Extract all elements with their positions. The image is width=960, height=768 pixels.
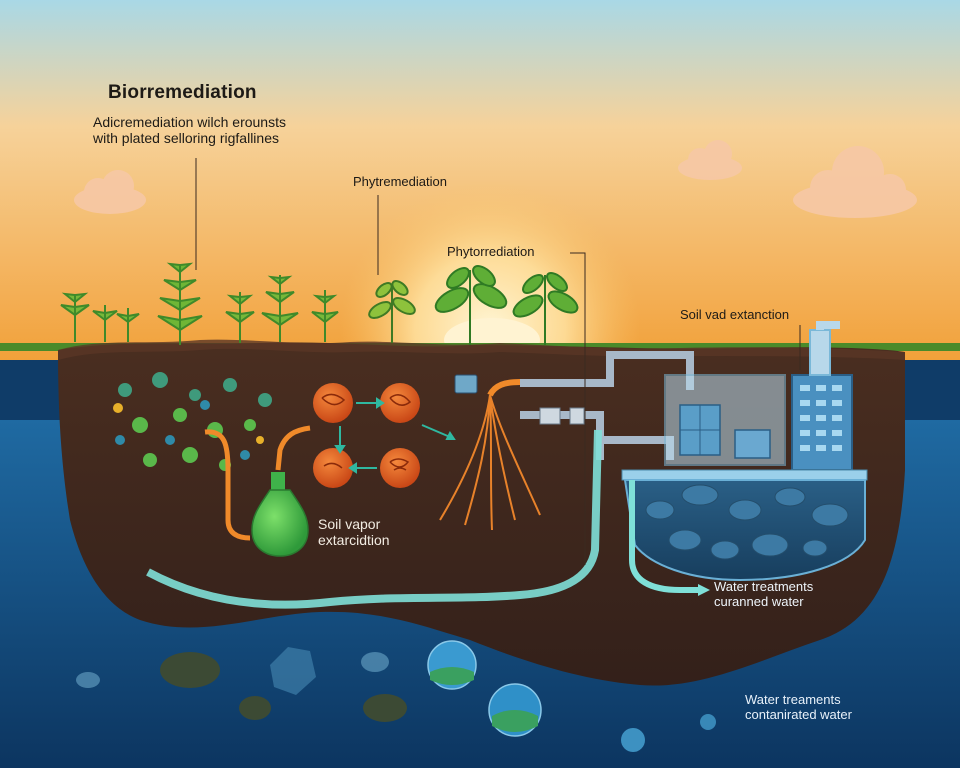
plant-icon [368,280,416,343]
plant-icon [157,262,203,345]
sve-line-1: Soil vapor [318,516,381,532]
pipe-icon [275,425,311,471]
water-treatment-line-2: curanned water [714,593,804,609]
plant-icon [512,272,579,345]
flask-icon [251,472,309,557]
microbe-arrows [334,397,456,474]
water-bubbles [427,640,716,752]
microbe-icon [380,448,420,488]
underwater-rocks [76,647,407,722]
plant-icon [225,275,339,343]
treatment-unit-icon [791,321,853,471]
soil-vapor-extraction-label: Soil vad extanction [680,307,790,322]
subtitle-line-2: with plated selloring rigfallines [93,130,279,147]
subtitle-line-1: Adicremediation wilch erounsts [93,114,286,130]
cloud-icon [74,170,146,214]
pipe-icon [146,429,602,609]
diagram-title: Biorremediation [108,82,257,103]
microbe-icon [380,383,420,423]
water-treatment-line-1: Water treatments [714,579,814,594]
diagram-subtitle: Adicremediation wilch erounsts with plat… [93,114,286,146]
soil-vapor-extraction-label-2: Soil vapor extarcidtion [318,516,390,548]
pipe-icon [204,429,251,541]
filter-icon [454,374,478,394]
water-tank-icon [623,479,866,582]
water-treatment-2-line-2: contanirated water [745,706,852,722]
water-treatment-label: Water treatments curanned water [714,579,814,610]
microbe-icon [313,383,353,423]
water-treatment-label-2: Water treaments contanirated water [745,692,852,723]
cloud-icon [793,146,917,218]
water-treatment-2-line-1: Water treaments [745,692,841,707]
plant-icon [434,265,508,345]
valve-icon [539,407,585,425]
microbe-icon [313,448,353,488]
treatment-unit-icon [664,374,786,466]
plant-icon [60,292,140,342]
phytoremediation-label-2: Phytorrediation [447,244,535,259]
platform [621,469,868,481]
flow-arrow-icon [698,584,710,596]
root-icon [439,394,541,531]
leader-lines [195,158,801,565]
pipe-icon [487,379,600,397]
cloud-icon [678,140,742,180]
sve-line-2: extarcidtion [318,532,390,549]
phytoremediation-label: Phytremediation [353,174,447,189]
pipe-icon [629,480,700,593]
